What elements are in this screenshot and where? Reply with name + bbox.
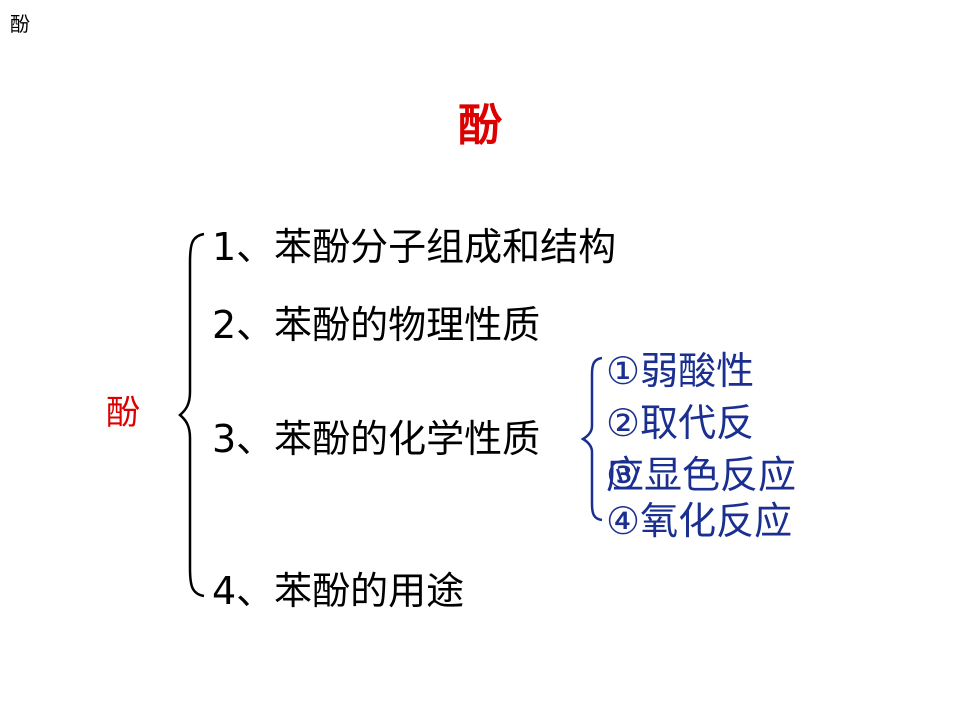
chem-property-substitution: ②取代反 xyxy=(606,401,755,445)
topic-root-label: 酚 xyxy=(106,393,140,433)
topic-item-chemical: 3、苯酚的化学性质 xyxy=(212,417,541,461)
slide-title: 酚 xyxy=(458,100,502,151)
chem-property-oxidation: ④氧化反应 xyxy=(606,499,793,543)
chem-property-weak-acidity: ①弱酸性 xyxy=(606,349,755,393)
topic-item-physical: 2、苯酚的物理性质 xyxy=(212,303,541,347)
topic-item-uses: 4、苯酚的用途 xyxy=(212,569,465,613)
main-brace xyxy=(178,232,205,598)
chem-property-color-reaction: 应显色反应 xyxy=(606,453,797,497)
sub-brace xyxy=(580,356,603,522)
slide-corner-label: 酚 xyxy=(10,12,30,36)
topic-item-structure: 1、苯酚分子组成和结构 xyxy=(212,225,617,269)
chem-property-overlap-glyph: ③ xyxy=(606,453,641,497)
